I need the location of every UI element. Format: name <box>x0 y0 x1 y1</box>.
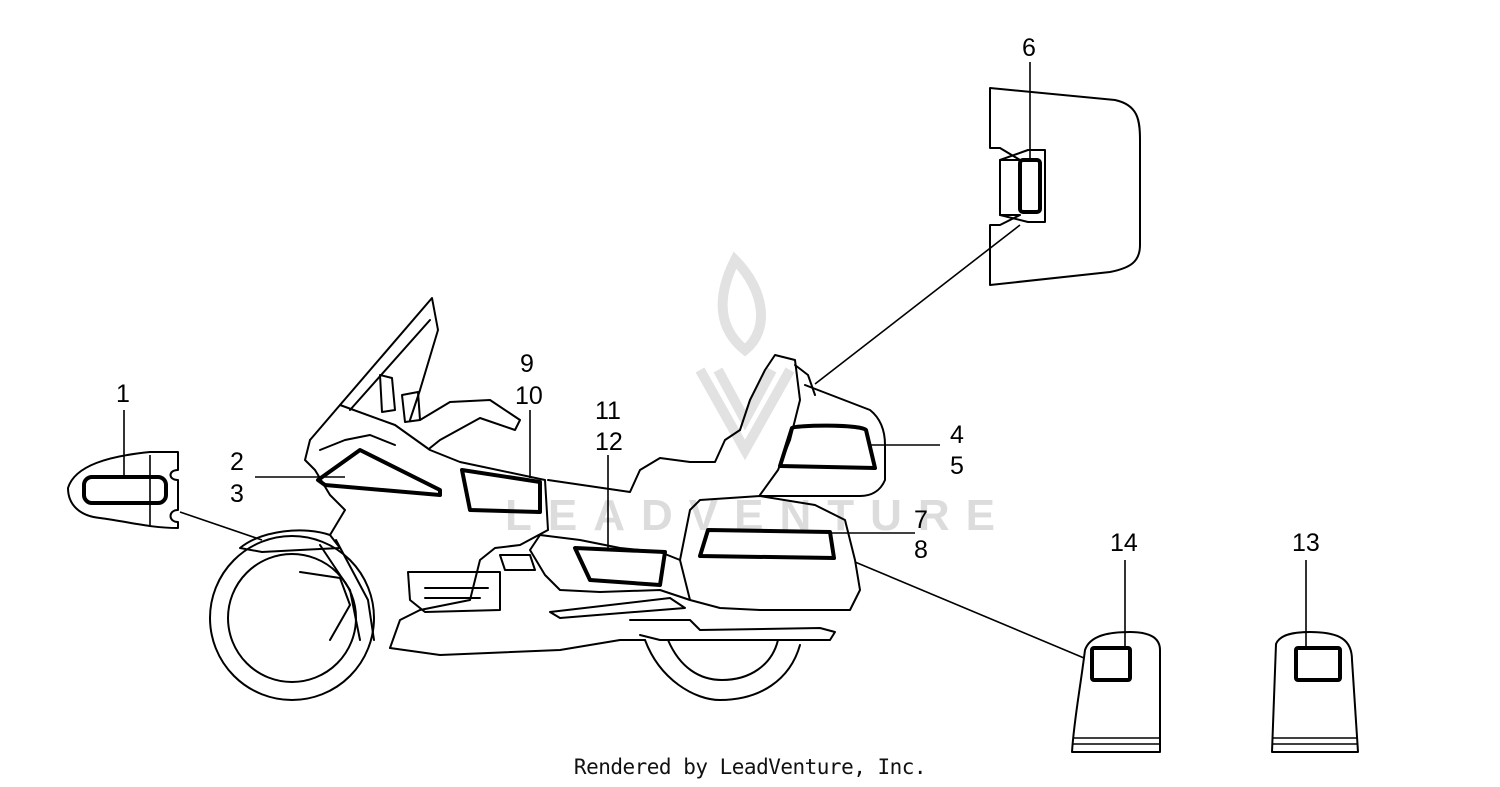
watermark-flame-logo <box>695 251 795 461</box>
callout-13: 13 <box>1292 529 1320 557</box>
callout-10: 10 <box>515 382 543 410</box>
callout-11: 11 <box>595 397 621 425</box>
callout-7: 7 <box>914 506 928 534</box>
callout-5: 5 <box>950 452 964 480</box>
callout-4: 4 <box>950 421 964 449</box>
leader-lines <box>123 62 1307 659</box>
leader-14-bike <box>854 561 1085 659</box>
callout-1: 1 <box>116 380 130 408</box>
callout-3: 3 <box>230 480 244 508</box>
callout-14: 14 <box>1110 529 1138 557</box>
callout-2: 2 <box>230 448 244 476</box>
side-panel-part-13 <box>1271 631 1359 753</box>
render-credit: Rendered by LeadVenture, Inc. <box>573 755 927 779</box>
callout-9: 9 <box>520 350 534 378</box>
callout-labels: 1 2 3 4 5 6 7 8 9 10 11 12 13 14 <box>116 34 1320 564</box>
front-fender-decal-part <box>67 451 179 529</box>
saddlebag-lid-part <box>989 87 1141 286</box>
watermark: LEADVENTURE <box>505 251 995 540</box>
leader-6-bike <box>814 224 1021 385</box>
callout-8: 8 <box>914 536 928 564</box>
callout-6: 6 <box>1022 34 1036 62</box>
callout-12: 12 <box>595 428 623 456</box>
side-panel-part-14 <box>1071 631 1161 753</box>
motorcycle-outline <box>209 297 886 701</box>
leader-1-bike <box>179 511 263 541</box>
